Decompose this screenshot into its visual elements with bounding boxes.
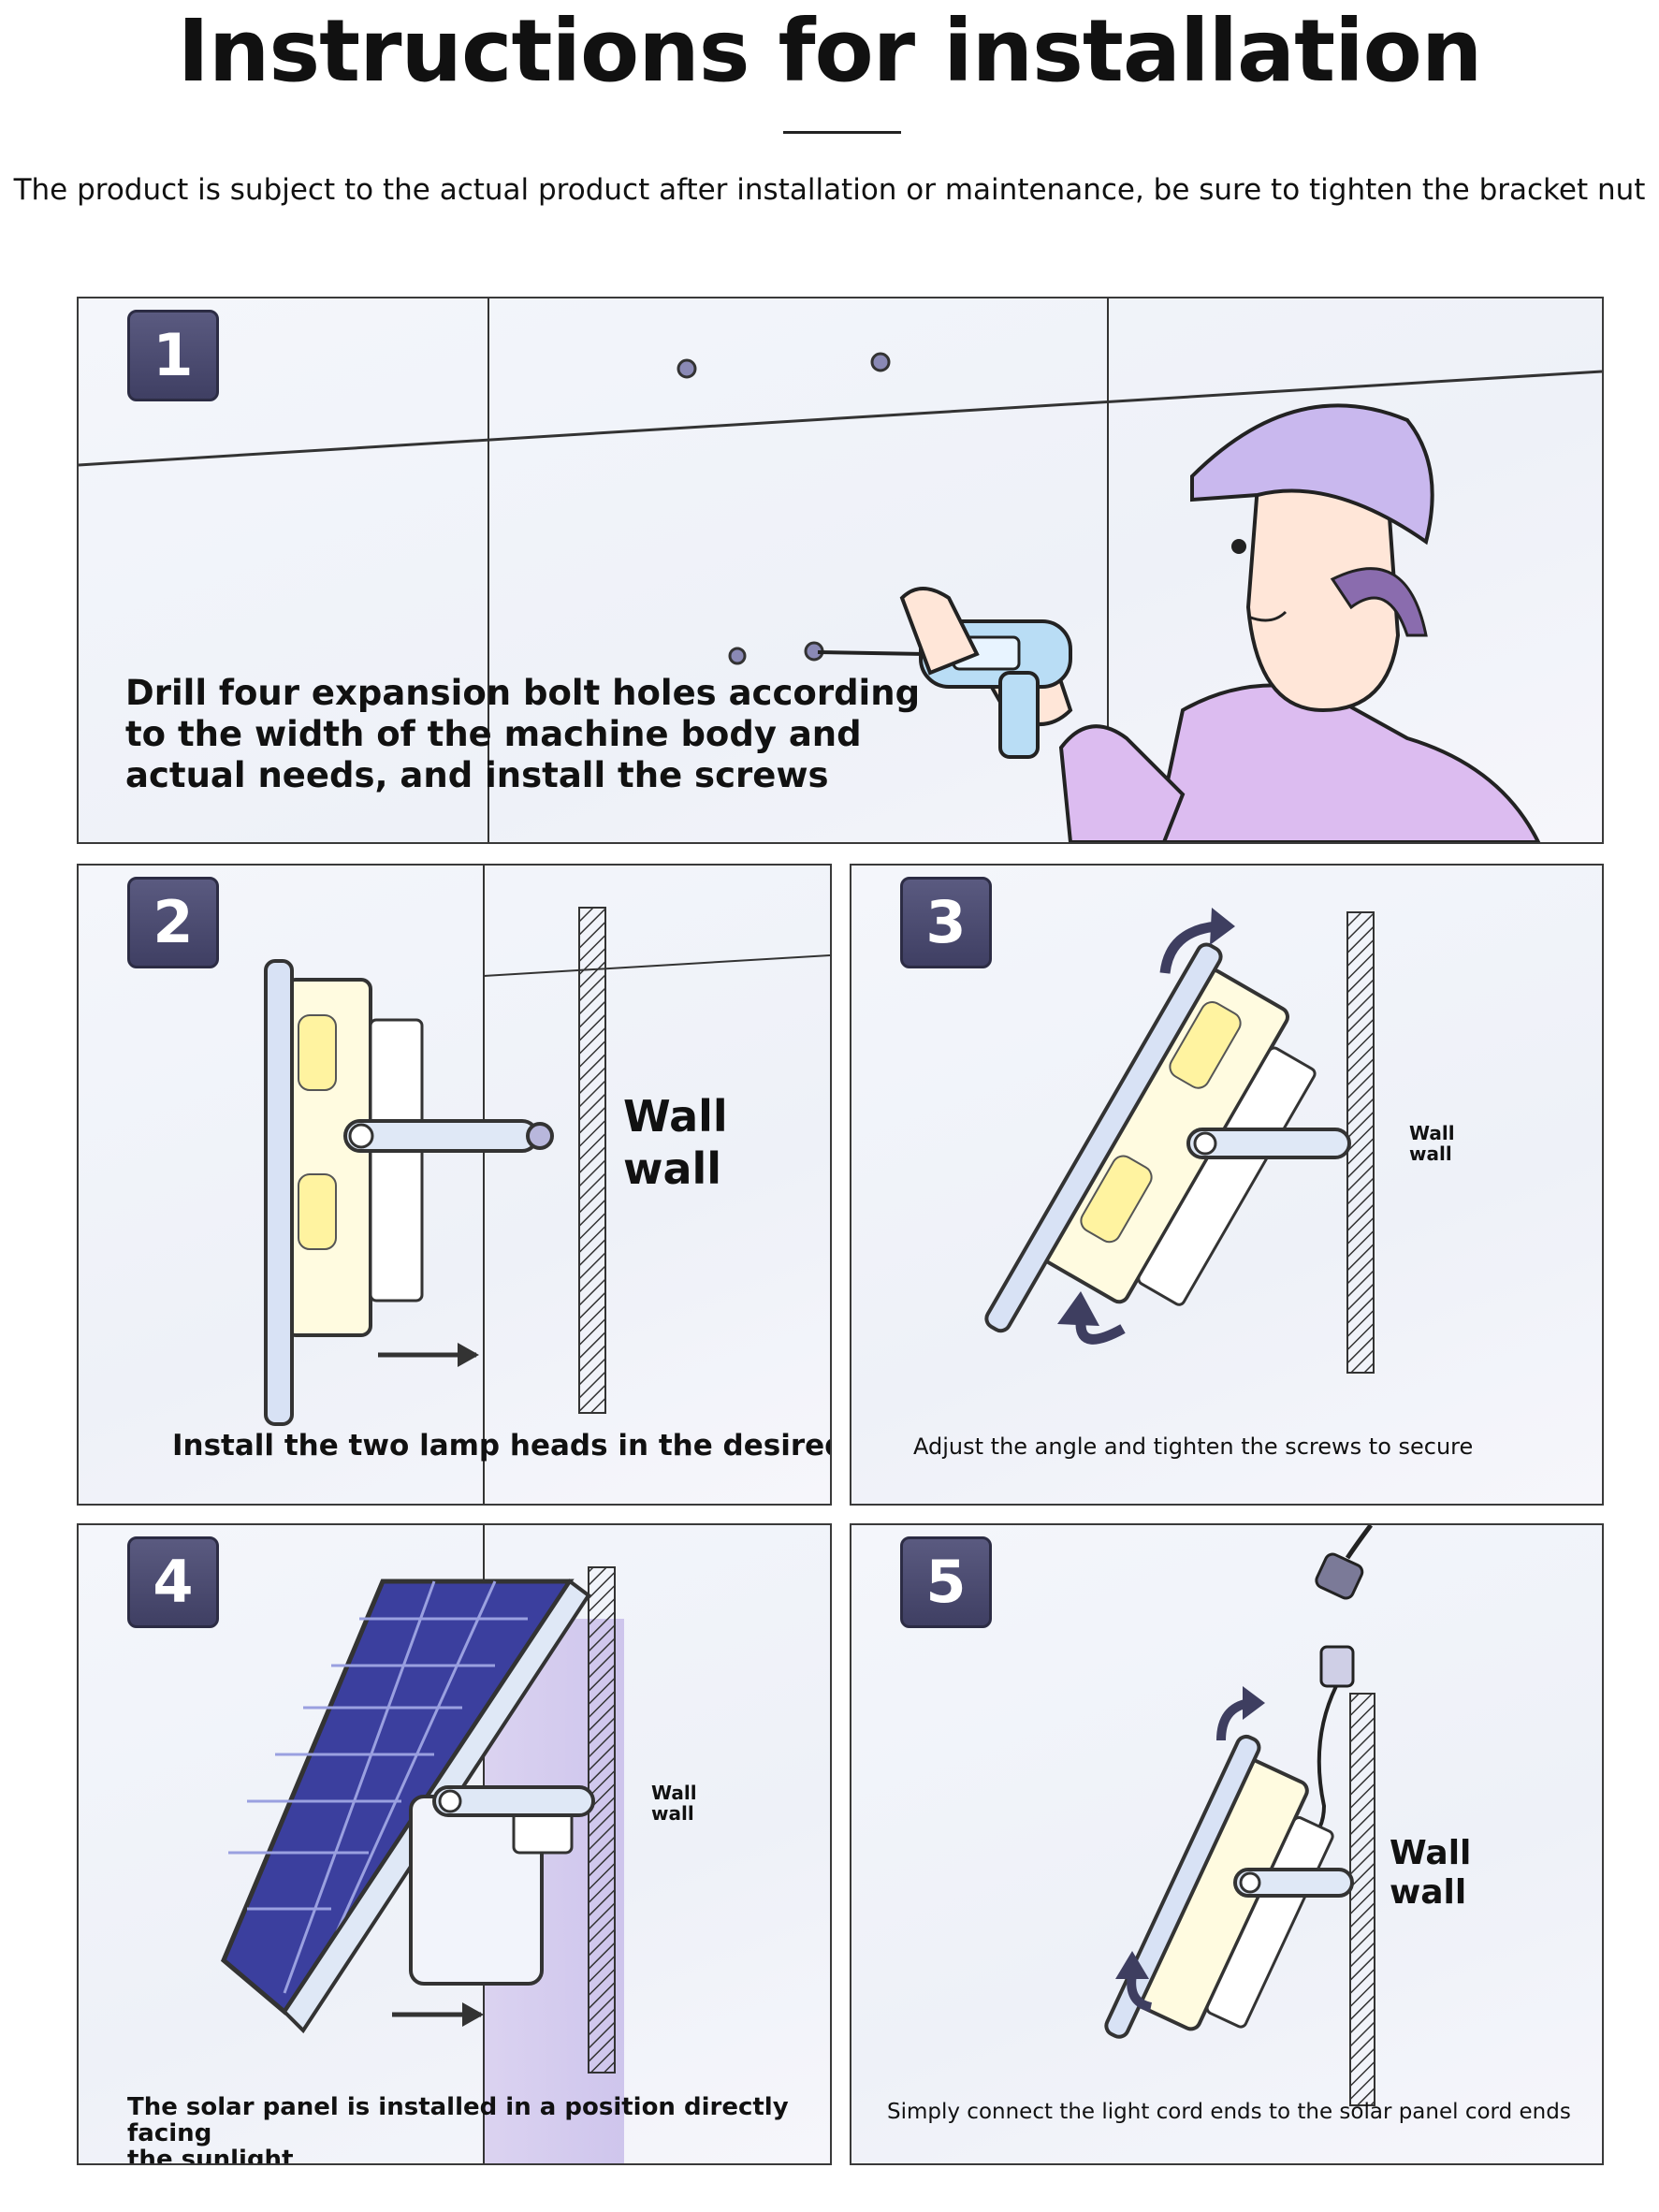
- wall-label-line: Wall: [623, 1091, 728, 1142]
- wall-label: Wall wall: [1390, 1834, 1471, 1913]
- wall-label-line: wall: [1390, 1873, 1467, 1912]
- step-3-panel: 3 Wall wall Adjust the angle and tighten…: [850, 864, 1604, 1506]
- page-title: Instructions for installation: [177, 1, 1483, 101]
- step-1-caption: Drill four expansion bolt holes accordin…: [125, 673, 920, 796]
- lamp-head: [1104, 1734, 1334, 2039]
- step-number-badge: 3: [900, 877, 992, 968]
- step-5-illustration: [1104, 1525, 1375, 2106]
- step-number-badge: 1: [127, 310, 219, 401]
- step-1-illustration: [79, 298, 1602, 842]
- rotate-arrow-icon: [1057, 1291, 1099, 1326]
- step-4-caption: The solar panel is installed in a positi…: [127, 2093, 830, 2165]
- caption-line: the sunlight: [127, 2146, 294, 2165]
- wall-label: Wall wall: [1409, 1123, 1455, 1164]
- bolt-hole: [677, 358, 697, 379]
- step-5-caption: Simply connect the light cord ends to th…: [887, 2100, 1571, 2124]
- bracket-arm: [343, 1119, 539, 1153]
- title-divider: [783, 131, 901, 134]
- step-5-panel: 5 Wall wall Simply connect the light cor…: [850, 1523, 1604, 2165]
- wall-label-line: Wall: [1390, 1834, 1472, 1872]
- bolt-hole: [870, 352, 891, 372]
- cord-connector: [1315, 1552, 1364, 1600]
- step-1-panel: 1 Drill four expansion bolt holes accord…: [77, 297, 1604, 844]
- wall-label: Wall wall: [651, 1783, 697, 1824]
- step-2-illustration: [264, 866, 830, 1504]
- lamp-head: [264, 959, 424, 1426]
- step-3-illustration: [984, 908, 1375, 1374]
- page-subtitle: The product is subject to the actual pro…: [13, 173, 1646, 207]
- step-number-badge: 2: [127, 877, 219, 968]
- lamp-head: [984, 942, 1317, 1333]
- wall-label: Wall wall: [623, 1090, 728, 1195]
- wall-label-line: wall: [1409, 1142, 1452, 1165]
- worker-figure: [817, 403, 1541, 842]
- rotate-arrow-icon: [1159, 921, 1217, 974]
- bracket-arm: [1186, 1128, 1351, 1159]
- caption-line: Drill four expansion bolt holes accordin…: [125, 673, 921, 713]
- rotate-arrow-icon: [1115, 1951, 1149, 1979]
- step-3-caption: Adjust the angle and tighten the screws …: [913, 1433, 1474, 1460]
- bracket-arm: [432, 1785, 595, 1817]
- cord-connector: [1319, 1645, 1355, 1688]
- caption-line: The solar panel is installed in a positi…: [127, 2093, 789, 2147]
- rotate-arrow-icon: [1243, 1686, 1265, 1720]
- caption-line: to the width of the machine body and: [125, 714, 862, 754]
- step-2-caption: Install the two lamp heads in the desire…: [172, 1429, 830, 1463]
- caption-line: actual needs, and install the screws: [125, 755, 829, 795]
- step-2-panel: 2 Wall wall Install the two lamp heads i…: [77, 864, 832, 1506]
- step-4-illustration: [220, 1525, 624, 2163]
- wall-label-line: Wall: [651, 1782, 697, 1804]
- step-number-badge: 4: [127, 1536, 219, 1628]
- bolt-hole: [728, 647, 747, 665]
- step-number-badge: 5: [900, 1536, 992, 1628]
- cord: [1345, 1525, 1374, 1560]
- wall-label-line: wall: [651, 1802, 694, 1825]
- wall-label-line: Wall: [1409, 1122, 1455, 1144]
- bracket-arm: [1233, 1868, 1354, 1898]
- step-4-panel: 4 Wall wall The solar panel is installed…: [77, 1523, 832, 2165]
- wall-label-line: wall: [623, 1143, 722, 1194]
